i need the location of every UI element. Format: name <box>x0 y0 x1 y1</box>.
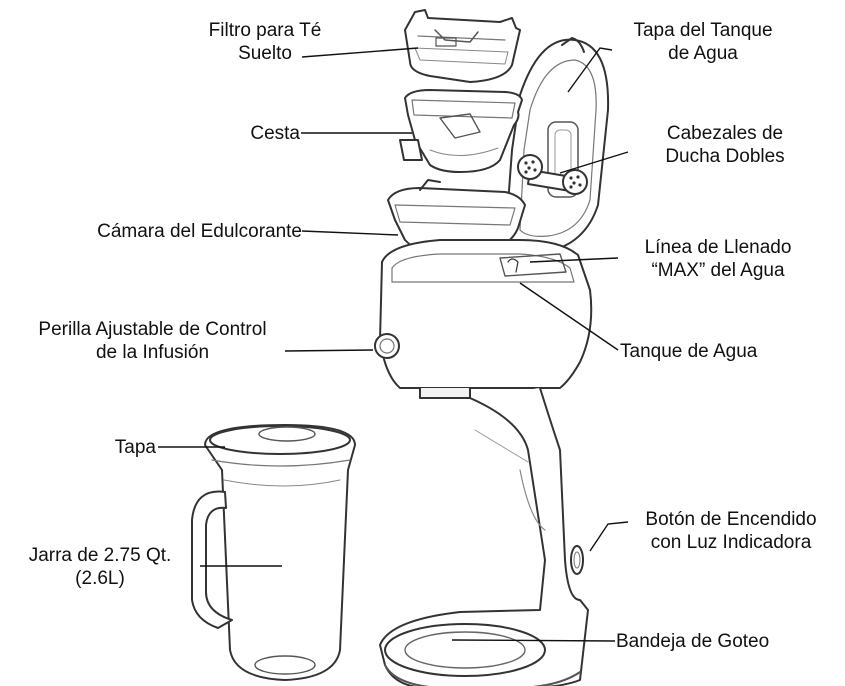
label-sweetener-chamber: Cámara del Edulcorante <box>97 221 302 242</box>
label-dual-shower-heads: Cabezales de Ducha Dobles <box>665 123 785 167</box>
basket-part <box>399 89 523 173</box>
label-lid: Tapa <box>114 437 156 458</box>
pitcher-part <box>191 424 356 681</box>
leader-water-tank <box>519 282 619 351</box>
label-loose-tea-filter: Filtro para Té Suelto <box>208 20 322 64</box>
label-water-tank-lid: Tapa del Tanque de Agua <box>633 20 773 64</box>
leader-sweetener-chamber <box>301 230 399 236</box>
leader-loose-tea-filter <box>301 47 419 58</box>
leader-tank-lid <box>567 47 613 93</box>
label-water-tank: Tanque de Agua <box>620 341 758 362</box>
shower-heads-part <box>517 154 588 195</box>
leader-lines <box>158 47 629 642</box>
brew-knob-shape <box>374 333 400 359</box>
leader-max-line <box>529 257 619 263</box>
leader-power-button <box>589 521 629 552</box>
leader-shower-heads <box>559 151 629 174</box>
label-pitcher: Jarra de 2.75 Qt. (2.6L) <box>28 545 172 589</box>
leader-drip-tray <box>451 639 616 642</box>
label-drip-tray: Bandeja de Goteo <box>616 631 770 652</box>
label-brew-control-knob: Perilla Ajustable de Control de la Infus… <box>38 319 267 363</box>
label-basket: Cesta <box>250 123 300 144</box>
loose-tea-filter-part <box>404 9 521 83</box>
base-body-part <box>374 239 593 686</box>
label-power-button: Botón de Encendido con Luz Indicadora <box>645 509 817 553</box>
label-max-fill-line: Línea de Llenado “MAX” del Agua <box>644 237 792 281</box>
leader-brew-knob <box>284 349 374 352</box>
